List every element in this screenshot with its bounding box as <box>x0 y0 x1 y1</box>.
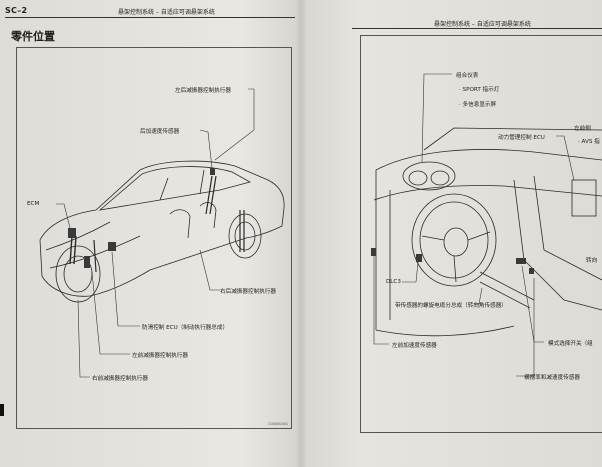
label-power-ecu: 动力管理控制 ECU <box>498 135 545 141</box>
label-front-part: 左前侧 <box>574 126 591 132</box>
label-info-display: · 多信息显示屏 <box>459 102 497 108</box>
label-brake-ecu: 防滑控制 ECU（制动执行器总成） <box>142 325 229 331</box>
label-dlc3: DLC3 <box>386 279 401 285</box>
label-avs: · AVS 指 <box>578 139 600 145</box>
label-rear-accel-sensor: 后加速度传感器 <box>140 129 180 135</box>
section-title: 零件位置 <box>11 30 55 43</box>
brake-ecu-part <box>108 242 116 251</box>
label-ecm: ECM <box>27 201 40 207</box>
header-rule-right <box>352 28 602 29</box>
dashboard-illustration <box>371 73 602 377</box>
right-page: 悬架控制系统 – 自适应可调悬架系统 <box>304 0 602 467</box>
label-front-accel-sensor: 左前加速度传感器 <box>392 343 437 349</box>
label-side-part: 转向 <box>586 258 598 264</box>
header-rule <box>5 17 295 18</box>
label-spiral-cable: 带传感器的螺旋电缆分总成（转向角传感器） <box>395 303 507 309</box>
running-header-right: 悬架控制系统 – 自适应可调悬架系统 <box>434 21 531 28</box>
left-page: SC–2 悬架控制系统 – 自适应可调悬架系统 零件位置 <box>0 0 300 467</box>
car-illustration <box>39 88 285 378</box>
figure-code: C00000001 <box>268 422 289 426</box>
label-sport-lamp: · SPORT 指示灯 <box>459 87 500 93</box>
running-header-left: 悬架控制系统 – 自适应可调悬架系统 <box>118 9 215 16</box>
figure-frame-left <box>16 47 292 429</box>
label-front-left-actuator: 左前减振器控制执行器 <box>132 353 188 359</box>
figure-frame-right <box>360 35 602 433</box>
label-rear-right-actuator: 右后减振器控制执行器 <box>220 289 276 295</box>
page-code: SC–2 <box>5 6 28 15</box>
label-front-right-actuator: 右前减振器控制执行器 <box>92 376 148 382</box>
page-edge-tab <box>0 404 4 416</box>
label-meter: 组合仪表 <box>456 73 479 79</box>
label-mode-switch: 模式选择开关（组 <box>548 341 593 347</box>
label-yaw-sensor: 横摆率和减速度传感器 <box>524 375 580 381</box>
label-rear-left-actuator: 左后减振器控制执行器 <box>175 88 231 94</box>
ecm-part <box>68 228 76 238</box>
